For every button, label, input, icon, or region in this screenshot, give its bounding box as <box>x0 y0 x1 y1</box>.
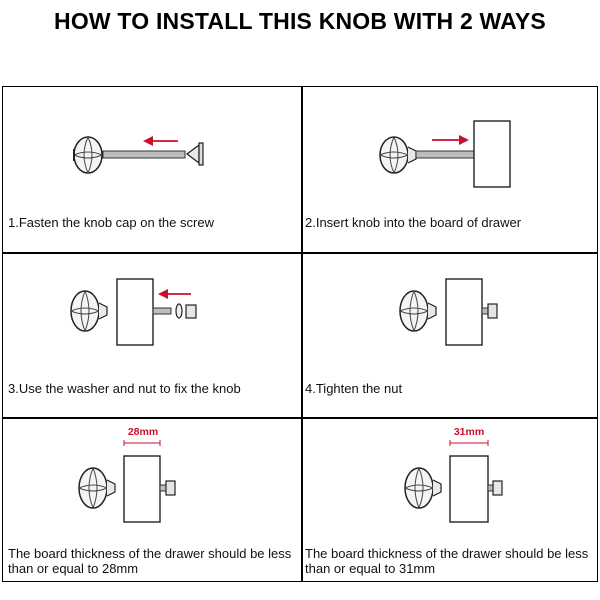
grid-divider-row-2 <box>3 417 597 419</box>
nut-icon <box>165 480 176 496</box>
step-3-caption: 3.Use the washer and nut to fix the knob <box>8 381 241 396</box>
knob-icon <box>399 290 437 332</box>
knob-icon <box>70 290 108 332</box>
drawer-board-icon <box>123 455 161 523</box>
step-4-panel: 4.Tighten the nut <box>302 253 599 417</box>
measure-line <box>449 440 489 446</box>
step-1-caption: 1.Fasten the knob cap on the screw <box>8 215 214 230</box>
nut-icon <box>492 480 503 496</box>
drawer-board-icon <box>449 455 489 523</box>
grid-divider-vertical <box>301 87 303 581</box>
arrow-left-icon <box>158 289 191 299</box>
step-6-panel: 31mm The board thickness of the drawer s… <box>302 418 599 583</box>
knob-icon <box>78 467 116 509</box>
arrow-left-icon <box>143 136 178 146</box>
step-5-panel: 28mm The board thickness of the drawer s… <box>3 418 301 583</box>
step-3-panel: 3.Use the washer and nut to fix the knob <box>3 253 301 417</box>
measure-label-28mm: 28mm <box>128 426 158 438</box>
measure-line <box>123 440 161 446</box>
nut-icon <box>185 304 197 319</box>
drawer-board-icon <box>473 120 511 188</box>
knob-cap-icon <box>185 143 200 165</box>
instruction-grid: 1.Fasten the knob cap on the screw 2.Ins… <box>2 86 598 582</box>
step-5-illustration: 28mm <box>78 426 176 523</box>
screw-icon <box>102 150 186 159</box>
screw-icon <box>152 307 172 315</box>
step-2-panel: 2.Insert knob into the board of drawer <box>302 87 599 252</box>
step-6-illustration: 31mm <box>404 426 503 523</box>
step-1-illustration <box>73 136 204 174</box>
screw-icon <box>415 150 475 159</box>
arrow-right-icon <box>432 135 469 145</box>
drawer-board-icon <box>116 278 154 346</box>
step-6-caption: The board thickness of the drawer should… <box>305 546 589 576</box>
knob-icon <box>73 136 103 174</box>
step-3-illustration <box>70 278 197 346</box>
page-title: HOW TO INSTALL THIS KNOB WITH 2 WAYS <box>54 8 546 34</box>
nut-icon <box>487 303 498 319</box>
step-1-panel: 1.Fasten the knob cap on the screw <box>3 87 301 252</box>
step-2-caption: 2.Insert knob into the board of drawer <box>305 215 522 230</box>
washer-icon <box>175 303 183 319</box>
step-4-illustration <box>399 278 498 346</box>
grid-divider-row-1 <box>3 252 597 254</box>
step-4-caption: 4.Tighten the nut <box>305 381 403 396</box>
step-5-caption: The board thickness of the drawer should… <box>8 546 292 576</box>
knob-icon <box>404 467 442 509</box>
knob-icon <box>379 136 417 174</box>
step-2-illustration <box>379 120 511 188</box>
measure-label-31mm: 31mm <box>454 426 484 438</box>
drawer-board-icon <box>445 278 483 346</box>
